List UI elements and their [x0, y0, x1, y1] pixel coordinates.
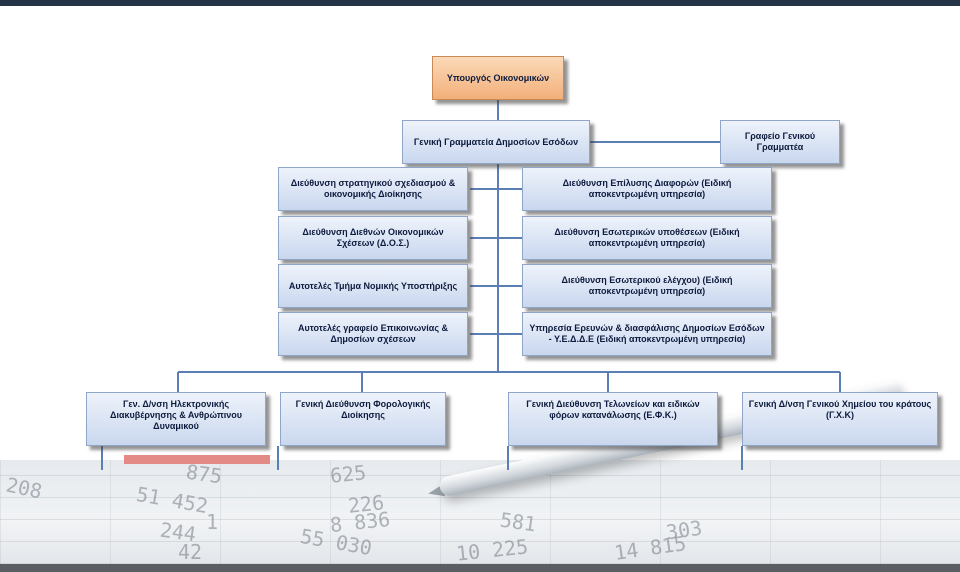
left-unit-box: Διεύθυνση Διεθνών Οικονομικών Σχέσεων (Δ… — [278, 216, 468, 260]
minister-box: Υπουργός Οικονομικών — [432, 56, 564, 100]
background-number: 42 — [178, 540, 203, 564]
general-directorate-box: Γεν. Δ/νση Ηλεκτρονικής Διακυβέρνησης & … — [86, 392, 266, 446]
general-directorate-box: Γενική Διεύθυνση Τελωνείων και ειδικών φ… — [508, 392, 718, 446]
general-directorate-box: Γενική Δ/νση Γενικού Χημείου του κράτους… — [742, 392, 938, 446]
background-number: 1 — [206, 510, 219, 534]
general-directorate-box: Γενική Διεύθυνση Φορολογικής Διοίκησης — [280, 392, 446, 446]
left-unit-box: Διεύθυνση στρατηγικού σχεδιασμού & οικον… — [278, 167, 468, 211]
left-unit-box: Αυτοτελές γραφείο Επικοινωνίας & Δημοσίω… — [278, 312, 468, 356]
right-unit-box: Διεύθυνση Επίλυσης Διαφορών (Ειδική αποκ… — [522, 167, 772, 211]
top-bar — [0, 0, 960, 6]
secretary-office-box: Γραφείο Γενικού Γραμματέα — [720, 120, 840, 164]
general-secretariat-box: Γενική Γραμματεία Δημοσίων Εσόδων — [402, 120, 590, 164]
red-marker — [124, 455, 270, 464]
right-unit-box: Διεύθυνση Εσωτερικών υποθέσεων (Ειδική α… — [522, 216, 772, 260]
left-unit-box: Αυτοτελές Τμήμα Νομικής Υποστήριξης — [278, 264, 468, 308]
bottom-bar — [0, 564, 960, 572]
right-unit-box: Διεύθυνση Εσωτερικού ελέγχου) (Ειδική απ… — [522, 264, 772, 308]
right-unit-box: Υπηρεσία Ερευνών & διασφάλισης Δημοσίων … — [522, 312, 772, 356]
